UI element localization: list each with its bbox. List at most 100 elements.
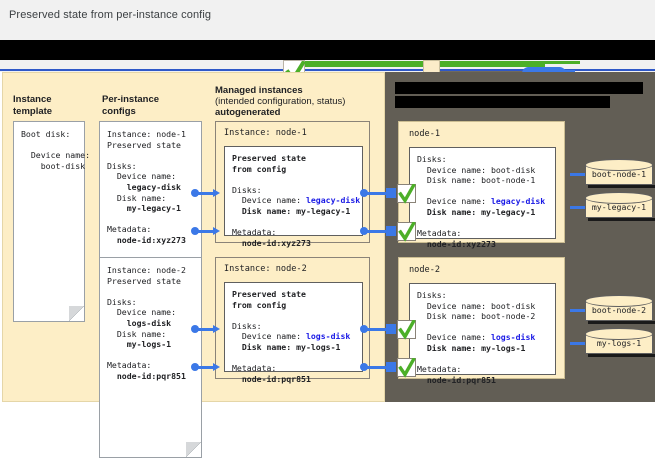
disk-link-line bbox=[570, 309, 585, 312]
disk-shadow bbox=[588, 185, 655, 188]
connector-arrow bbox=[213, 227, 220, 235]
right-header-redaction-1 bbox=[395, 82, 643, 94]
connector-line bbox=[198, 192, 213, 195]
disk-label: my-legacy-1 bbox=[591, 202, 647, 212]
config-2-disk-name-value: my-logs-1 bbox=[107, 339, 172, 350]
connector-dot bbox=[360, 363, 368, 371]
node-box-1: node-1 Disks: Device name: boot-disk Dis… bbox=[398, 121, 565, 249]
column-head-instance-template: Instance template bbox=[13, 94, 53, 117]
managed-instance-2-title: Instance: node-2 bbox=[224, 264, 307, 274]
disk-top bbox=[585, 192, 653, 204]
disk-link-line bbox=[570, 206, 585, 209]
managed-1-disk-name-line: Disk name: my-legacy-1 bbox=[232, 205, 351, 216]
node-1-extra-disk-line: Disk name: my-legacy-1 bbox=[417, 206, 536, 217]
node-2-extra-device-value: logs-disk bbox=[490, 332, 536, 343]
managed-2-disk-name-line: Disk name: my-logs-1 bbox=[232, 341, 341, 352]
config-1-metadata-value: node-id:xyz273 bbox=[107, 234, 186, 245]
connector-arrow bbox=[213, 363, 220, 371]
connector-dot bbox=[360, 325, 368, 333]
column-head-managed-instances: Managed instances bbox=[215, 85, 303, 96]
connector-arrow bbox=[213, 325, 220, 333]
page-fold-corner bbox=[186, 442, 202, 458]
config-1-disks-label: Disks: bbox=[107, 160, 137, 171]
managed-2-inner-header: Preserved state from config bbox=[232, 289, 306, 310]
legend-redaction-bar bbox=[0, 40, 655, 60]
node-1-extra-device-prefix: Device name: bbox=[417, 196, 491, 207]
config-1-header: Instance: node-1 Preserved state bbox=[107, 129, 186, 150]
connector-dot bbox=[360, 189, 368, 197]
config-1-device-name-label: Device name: bbox=[107, 171, 177, 182]
config-2-device-name-value: logs-disk bbox=[107, 317, 172, 328]
managed-2-metadata-label: Metadata: bbox=[232, 363, 277, 374]
managed-1-device-value: legacy-disk bbox=[305, 195, 361, 206]
connector-line bbox=[367, 366, 386, 369]
connector-endpoint bbox=[386, 324, 396, 334]
column-head-managed-instances-auto: autogenerated bbox=[215, 107, 281, 118]
managed-instance-1-inner: Preserved state from config Disks: Devic… bbox=[224, 146, 363, 248]
node-2-metadata-value: node-id:pqr851 bbox=[417, 374, 496, 385]
green-check-icon bbox=[397, 184, 416, 204]
managed-instance-1-title: Instance: node-1 bbox=[224, 128, 307, 138]
managed-1-device-prefix: Device name: bbox=[232, 195, 306, 206]
node-1-extra-device-value: legacy-disk bbox=[490, 196, 546, 207]
managed-2-metadata-value: node-id:pqr851 bbox=[232, 373, 311, 384]
node-2-extra-device-prefix: Device name: bbox=[417, 332, 491, 343]
connector-line bbox=[367, 328, 386, 331]
disk-label: boot-node-2 bbox=[591, 305, 647, 315]
green-check-icon bbox=[397, 222, 416, 242]
legend-green-rule-2 bbox=[300, 64, 545, 67]
instance-template-doc: Boot disk: Device name: boot-disk bbox=[13, 121, 91, 322]
green-check-icon bbox=[397, 320, 416, 340]
connector-arrow bbox=[213, 189, 220, 197]
diagram-body: Instance template Per-instance configs M… bbox=[0, 72, 655, 458]
node-2-title: node-2 bbox=[409, 265, 441, 275]
config-1-disk-name-value: my-legacy-1 bbox=[107, 203, 181, 214]
node-2-boot-device-line: Device name: boot-disk bbox=[417, 300, 536, 311]
managed-2-device-value: logs-disk bbox=[305, 331, 351, 342]
connector-dot bbox=[191, 363, 199, 371]
node-1-metadata-value: node-id:xyz273 bbox=[417, 238, 496, 249]
node-1-boot-device-line: Device name: boot-disk bbox=[417, 164, 536, 175]
legend-blue-rule bbox=[0, 69, 655, 71]
node-1-boot-disk-line: Disk name: boot-node-1 bbox=[417, 175, 536, 186]
node-2-disks-label: Disks: bbox=[417, 290, 447, 300]
node-1-inner: Disks: Device name: boot-disk Disk name:… bbox=[409, 147, 556, 249]
managed-1-disks-label: Disks: bbox=[232, 184, 262, 195]
managed-2-disks-label: Disks: bbox=[232, 320, 262, 331]
node-1-title: node-1 bbox=[409, 129, 441, 139]
managed-instance-box-1: Instance: node-1 Preserved state from co… bbox=[215, 121, 370, 248]
disk-link-line bbox=[570, 173, 585, 176]
disk-shadow bbox=[588, 321, 655, 324]
page-title: Preserved state from per-instance config bbox=[0, 0, 655, 29]
node-2-metadata-label: Metadata: bbox=[417, 364, 462, 375]
disk-top bbox=[585, 295, 653, 307]
config-2-metadata-value: node-id:pqr851 bbox=[107, 370, 186, 381]
managed-1-inner-header: Preserved state from config bbox=[232, 153, 306, 174]
page-fold-corner bbox=[69, 306, 85, 322]
legend-strip bbox=[0, 29, 655, 83]
disk-label: boot-node-1 bbox=[591, 169, 647, 179]
config-2-disks-label: Disks: bbox=[107, 296, 137, 307]
connector-dot bbox=[191, 189, 199, 197]
instance-template-text: Boot disk: Device name: boot-disk bbox=[21, 129, 91, 171]
per-instance-config-doc-2: Instance: node-2 Preserved state Disks: … bbox=[99, 257, 202, 458]
disk-label: my-logs-1 bbox=[596, 338, 642, 348]
config-2-header: Instance: node-2 Preserved state bbox=[107, 265, 186, 286]
node-1-disks-label: Disks: bbox=[417, 154, 447, 164]
config-2-disk-name-label: Disk name: bbox=[107, 328, 167, 339]
managed-1-metadata-value: node-id:xyz273 bbox=[232, 237, 311, 248]
column-head-managed-instances-sub: (intended configuration, status) bbox=[215, 96, 346, 107]
connector-line bbox=[198, 328, 213, 331]
node-1-metadata-label: Metadata: bbox=[417, 228, 462, 239]
config-2-metadata-label: Metadata: bbox=[107, 360, 152, 371]
managed-1-metadata-label: Metadata: bbox=[232, 227, 277, 238]
connector-dot bbox=[360, 227, 368, 235]
managed-2-device-prefix: Device name: bbox=[232, 331, 306, 342]
disk-top bbox=[585, 328, 653, 340]
connector-endpoint bbox=[386, 226, 396, 236]
managed-instance-2-inner: Preserved state from config Disks: Devic… bbox=[224, 282, 363, 384]
disk-shadow bbox=[588, 354, 655, 357]
node-2-extra-disk-line: Disk name: my-logs-1 bbox=[417, 342, 526, 353]
config-1-disk-name-label: Disk name: bbox=[107, 192, 167, 203]
